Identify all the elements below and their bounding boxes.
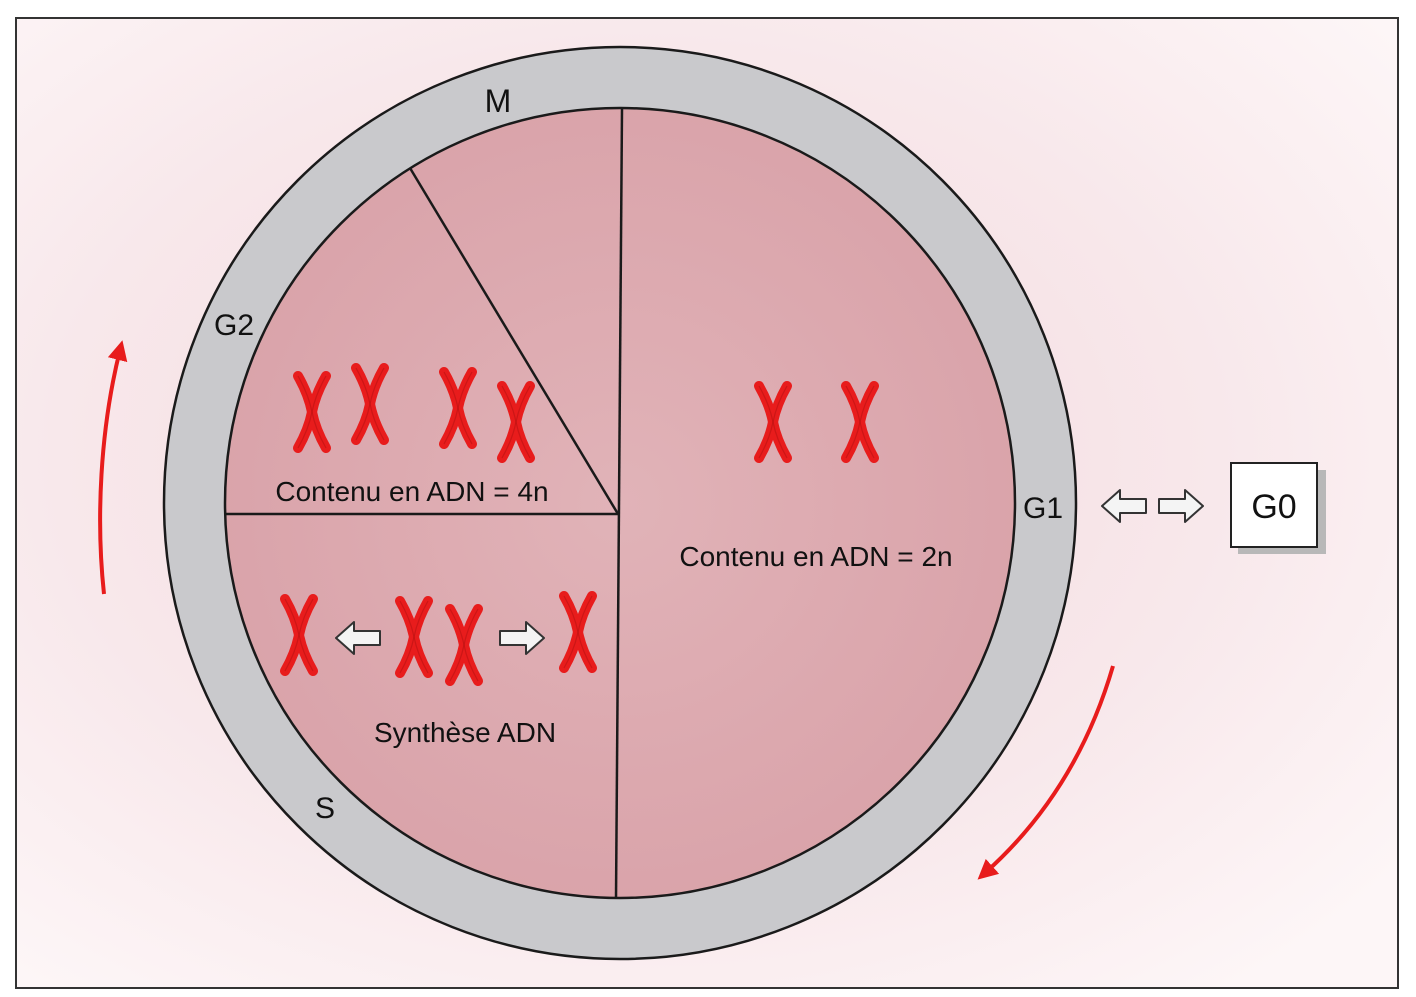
divider-vertical [614,108,624,899]
phase-label-g0: G0 [1251,488,1296,526]
curved-cycle-arrow-icon [977,665,1115,880]
g1-dna-content-label: Contenu en ADN = 2n [679,541,952,572]
divider-diagonal [408,167,620,515]
g0-box [1230,462,1318,548]
curved-cycle-arrow-icon [98,340,128,595]
s-synthesis-label: Synthèse ADN [374,717,556,748]
phase-label-g1: G1 [1023,492,1063,525]
phase-label-s: S [315,792,335,825]
g2-dna-content-label: Contenu en ADN = 4n [275,476,548,507]
phase-label-m: M [485,83,512,119]
phase-label-g2: G2 [214,309,254,342]
